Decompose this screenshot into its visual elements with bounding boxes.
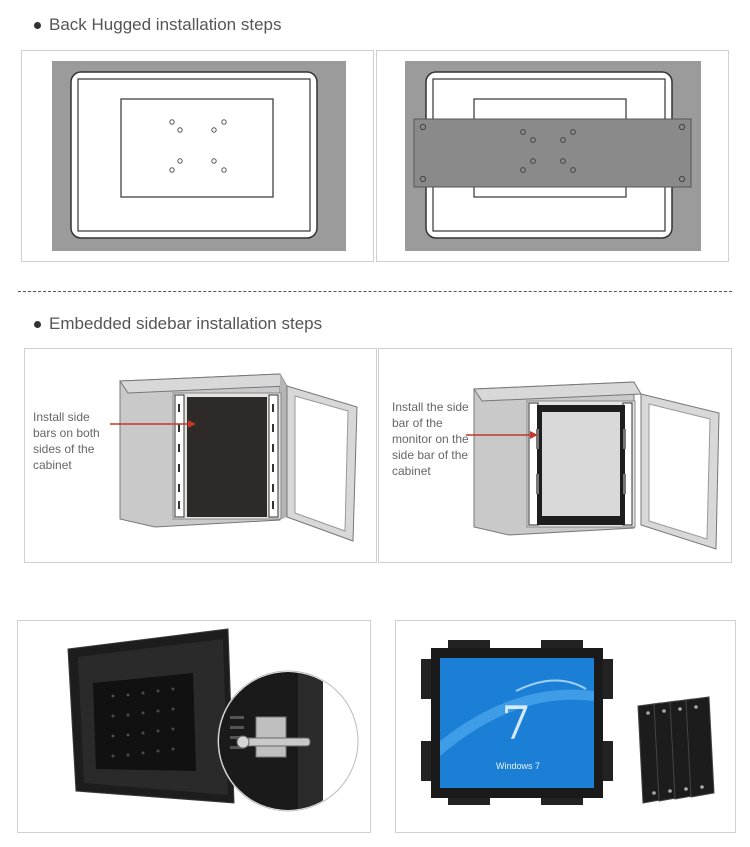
back-hugged-heading: Back Hugged installation steps: [34, 15, 281, 35]
monitor-front-illustration: 7: [421, 640, 715, 805]
bullet-icon: [34, 21, 41, 29]
embedded-step1-illustration: [110, 373, 358, 542]
windows-label: Windows 7: [496, 761, 541, 771]
embedded-heading: Embedded sidebar installation steps: [34, 314, 322, 334]
svg-text:7: 7: [501, 696, 530, 750]
monitor-rear-illustration: [67, 628, 359, 812]
embedded-right-caption: Install the side bar of the monitor on t…: [392, 400, 469, 478]
back-hugged-title: Back Hugged installation steps: [49, 15, 282, 34]
back-hugged-step1-illustration: [52, 61, 346, 251]
embedded-left-caption: Install side bars on both sides of the c…: [33, 410, 100, 472]
embedded-step2-illustration: [466, 381, 720, 550]
section-divider: [18, 291, 732, 292]
back-hugged-step2-panel: [376, 50, 729, 262]
product-rear-panel: [17, 620, 371, 833]
back-hugged-step2-illustration: [405, 61, 701, 251]
embedded-step1-panel: Install side bars on both sides of the c…: [24, 348, 377, 563]
embedded-title: Embedded sidebar installation steps: [49, 314, 323, 333]
embedded-step2-panel: Install the side bar of the monitor on t…: [378, 348, 732, 563]
bullet-icon: [34, 320, 41, 328]
product-front-panel: 7 Windows 7: [395, 620, 736, 833]
back-hugged-step1-panel: [21, 50, 374, 262]
